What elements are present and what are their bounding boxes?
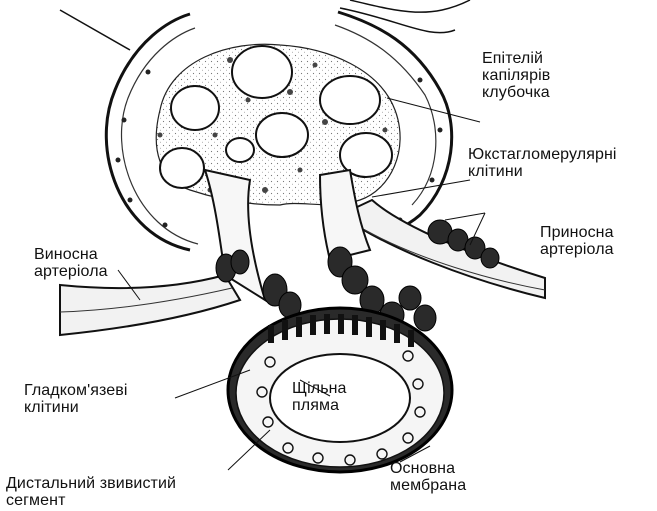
label-efferent: Виносна артеріола [34, 246, 108, 280]
label-basement-membrane: Основна мембрана [390, 460, 466, 494]
efferent-arteriole [60, 275, 240, 335]
label-epithelium-line-2: капілярів [482, 67, 550, 84]
label-juxtaglomerular-line-2: клітини [468, 163, 617, 180]
label-afferent-line-2: артеріола [540, 241, 614, 258]
label-smooth-muscle: Гладком'язеві клітини [24, 382, 128, 416]
label-macula-densa: Щільна пляма [292, 380, 347, 414]
label-afferent: Приносна артеріола [540, 224, 614, 258]
label-afferent-line-1: Приносна [540, 224, 614, 241]
top-right-vessel-2 [350, 0, 470, 12]
label-epithelium: Епітелій капілярів клубочка [482, 50, 550, 101]
label-basement-membrane-line-2: мембрана [390, 477, 466, 494]
label-macula-densa-line-2: пляма [292, 397, 347, 414]
label-efferent-line-1: Виносна [34, 246, 108, 263]
label-epithelium-line-1: Епітелій [482, 50, 550, 67]
label-juxtaglomerular: Юкстагломерулярні клітини [468, 146, 617, 180]
label-distal-segment-line-2: сегмент [6, 492, 176, 509]
label-epithelium-line-3: клубочка [482, 84, 550, 101]
label-distal-segment-line-1: Дистальний звивистий [6, 475, 176, 492]
label-smooth-muscle-line-1: Гладком'язеві [24, 382, 128, 399]
label-efferent-line-2: артеріола [34, 263, 108, 280]
label-distal-segment: Дистальний звивистий сегмент [6, 475, 176, 509]
label-basement-membrane-line-1: Основна [390, 460, 466, 477]
label-juxtaglomerular-line-1: Юкстагломерулярні [468, 146, 617, 163]
label-smooth-muscle-line-2: клітини [24, 399, 128, 416]
label-macula-densa-line-1: Щільна [292, 380, 347, 397]
top-left-vessel [60, 10, 130, 50]
